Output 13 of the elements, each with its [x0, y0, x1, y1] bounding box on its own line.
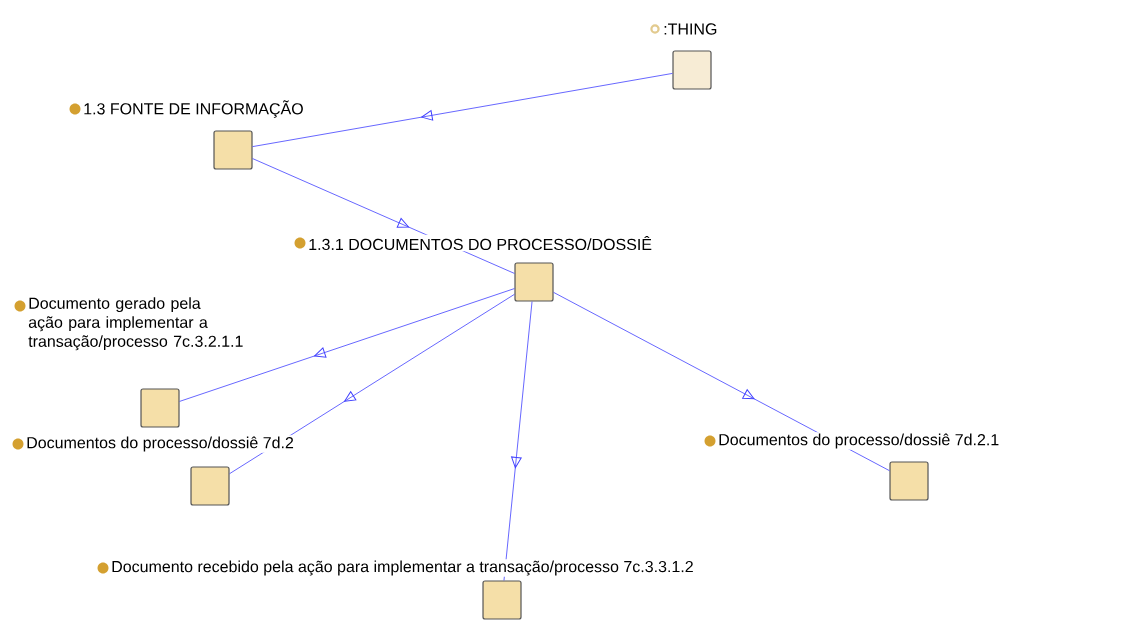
arrow — [553, 292, 890, 472]
arrow — [229, 293, 515, 475]
class-label: Documentos do processo/dossiê 7d.2.1 — [719, 433, 999, 449]
arrow — [252, 158, 515, 274]
arrow — [252, 73, 673, 147]
arrow — [503, 301, 533, 581]
class-label: :THING — [664, 23, 717, 35]
class-label: Documento recebido pela ação para implementar a transação/processo 7c.3.3.1.2 — [112, 560, 693, 576]
class-label: Documento gerado pela ação para implementar a transação/processo 7c.3.2.1.1 — [28, 297, 243, 351]
arrow — [179, 288, 515, 402]
class-label: Documentos do processo/dossiê 7d.2 — [27, 436, 294, 452]
class-label: 1.3.1 DOCUMENTOS DO PROCESSO/DOSSIÊ — [309, 235, 652, 251]
class-label: 1.3 FONTE DE INFORMAÇÃO — [84, 100, 303, 118]
